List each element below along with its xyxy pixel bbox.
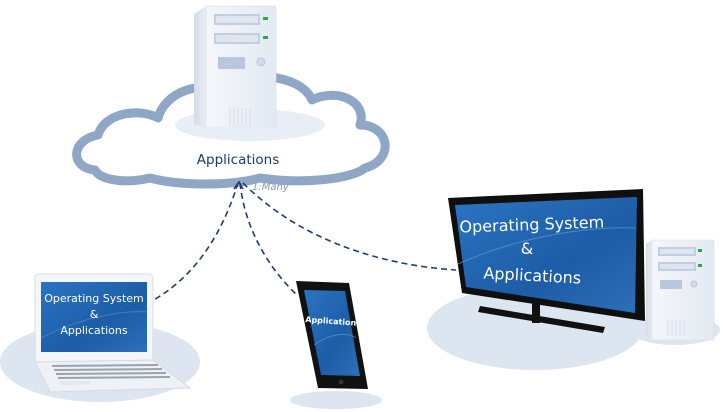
desktop-screen — [455, 197, 637, 313]
connector-arrow-icon — [233, 180, 244, 190]
desktop-device: Operating System & Applications — [427, 189, 720, 370]
laptop-screen-line-2: & — [90, 308, 99, 321]
laptop-screen-line-1: Operating System — [44, 292, 144, 305]
desktop-tower-icon — [646, 239, 715, 341]
connectors — [149, 180, 457, 303]
desktop-screen-line-2: & — [521, 239, 533, 258]
connector-desktop — [242, 182, 457, 271]
cloud-label: Applications — [197, 152, 279, 168]
tablet-screen — [304, 290, 360, 376]
cloud-server-icon — [194, 5, 277, 129]
laptop-screen-line-3: Applications — [60, 324, 127, 337]
laptop-screen — [41, 282, 147, 352]
connector-laptop — [149, 182, 239, 303]
tablet-screen-label: Applications — [305, 315, 362, 328]
tablet-device: Applications — [290, 281, 382, 409]
tablet-shadow — [290, 391, 382, 409]
connector-tablet — [239, 182, 299, 297]
relation-label: 1:Many — [252, 182, 290, 193]
laptop-device: Operating System & Applications — [0, 273, 200, 402]
